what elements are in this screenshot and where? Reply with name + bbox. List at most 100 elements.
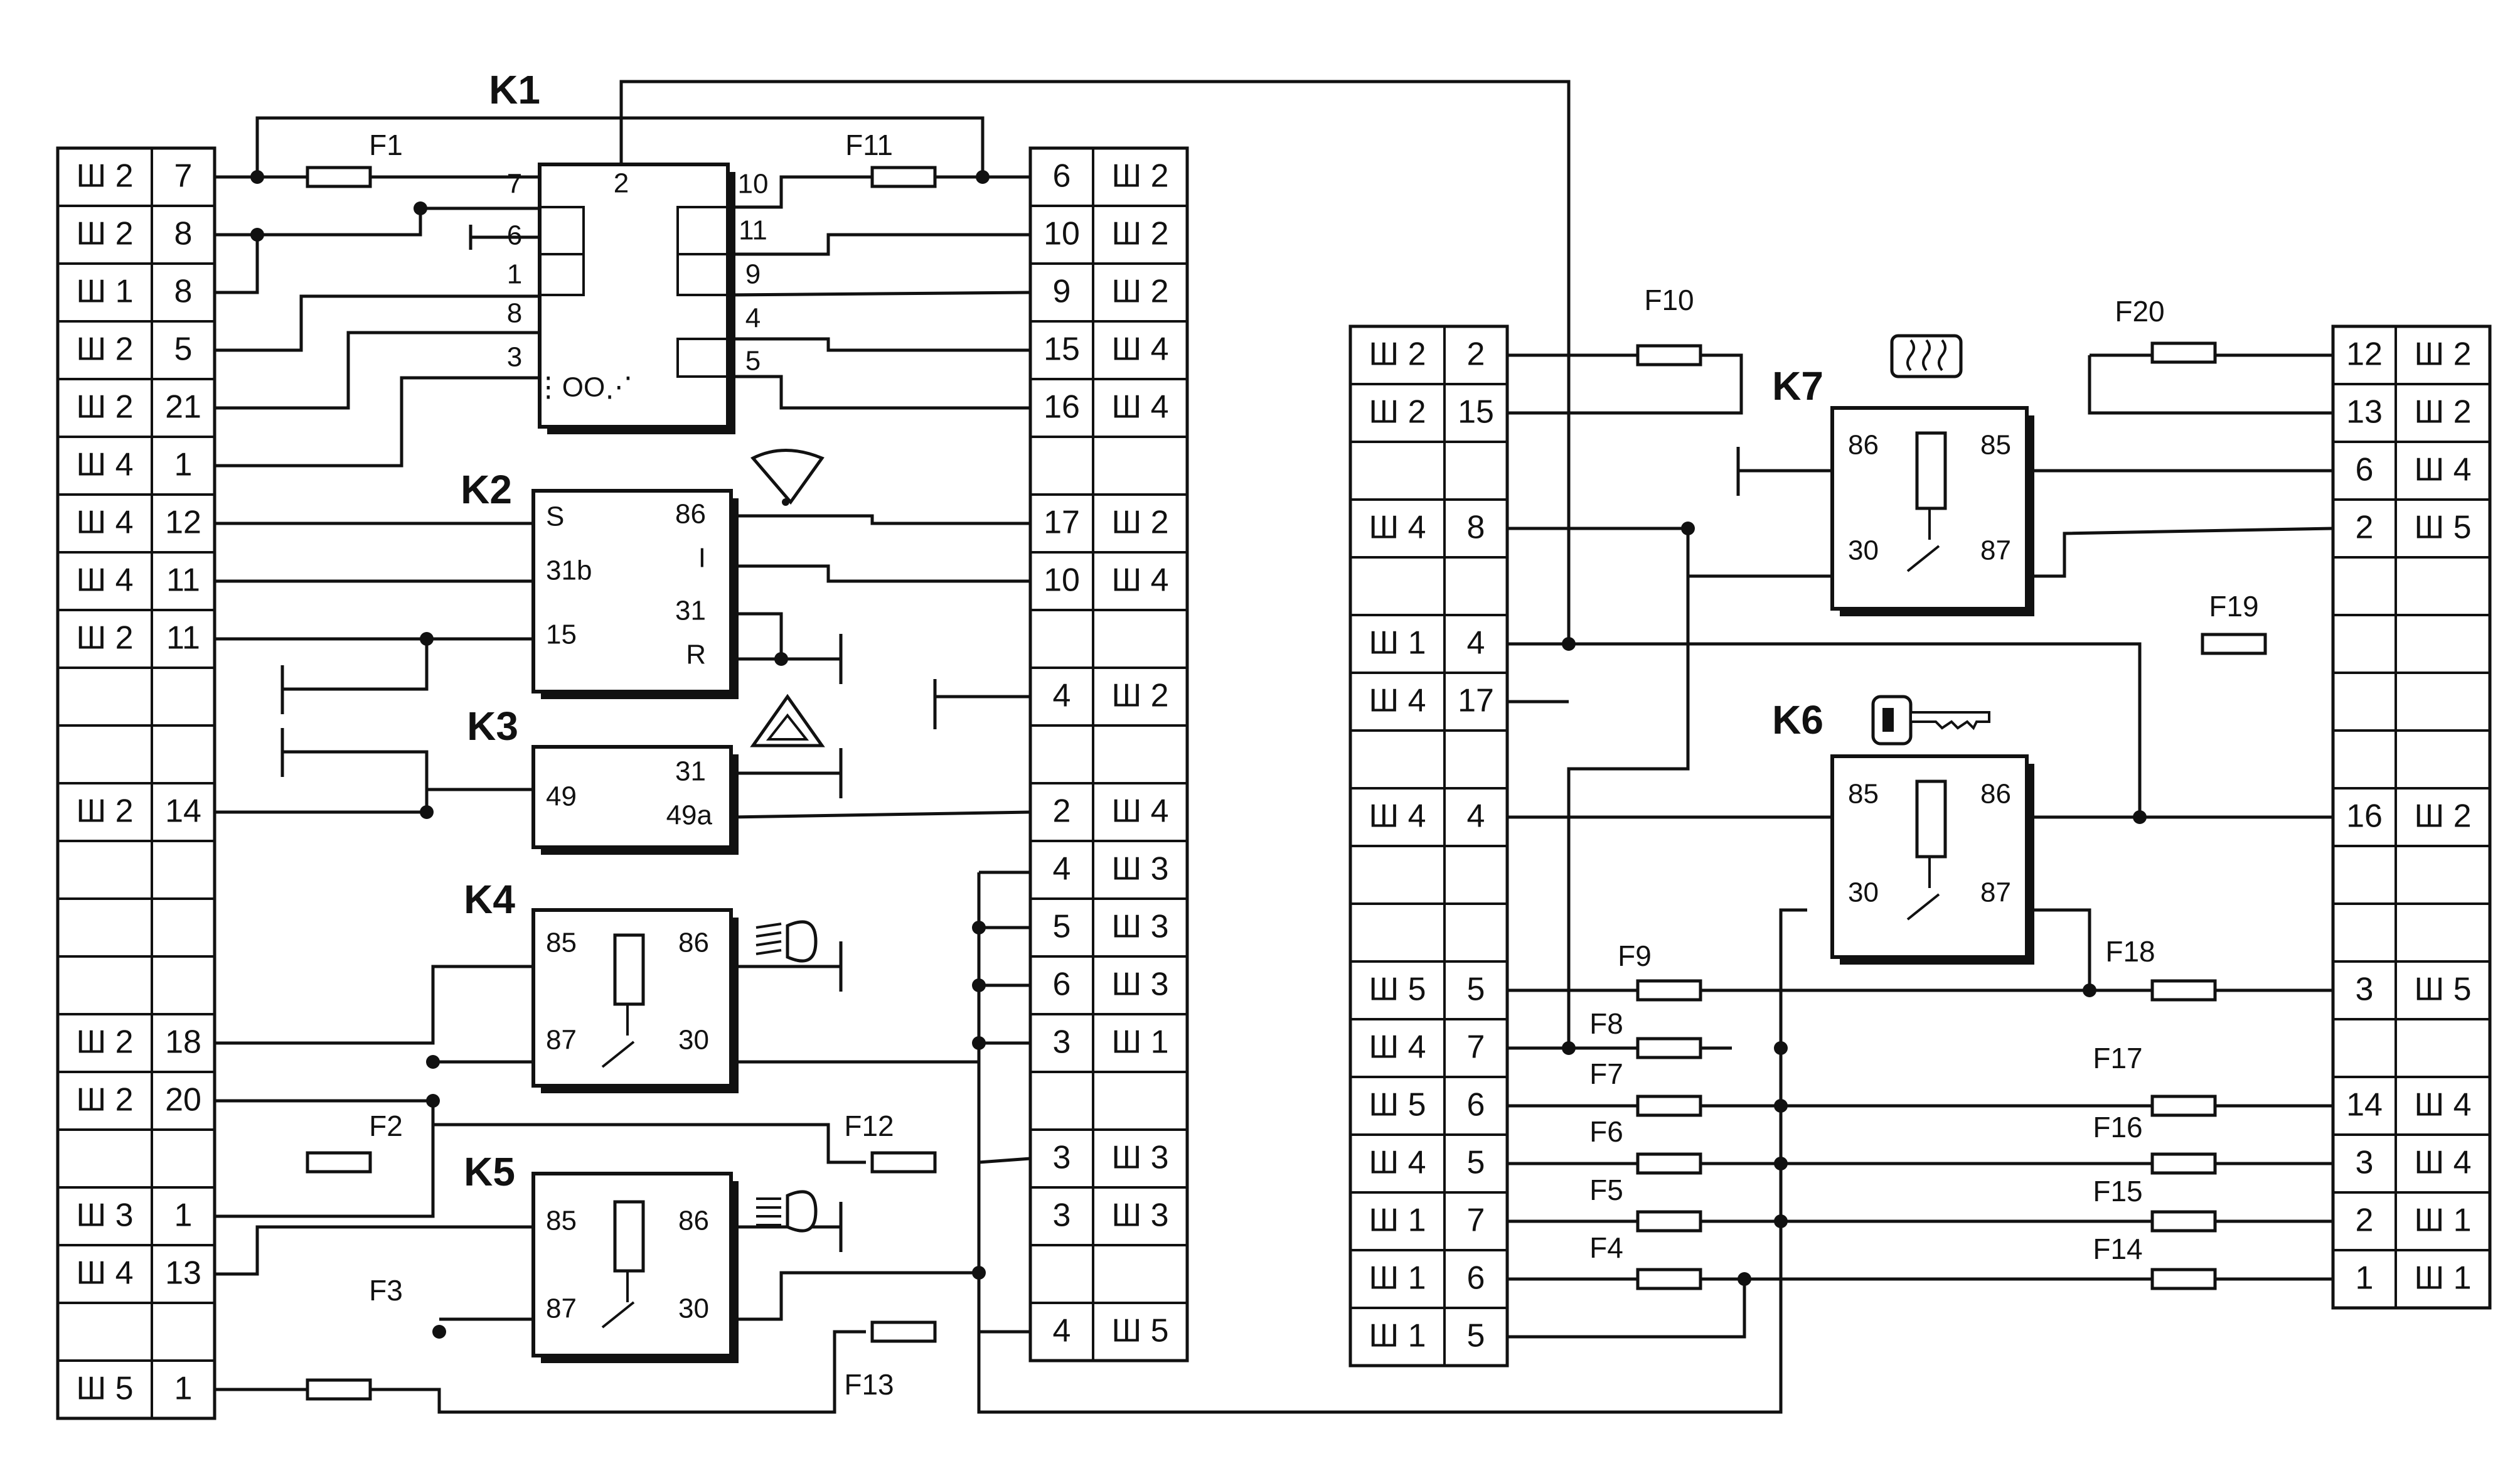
wire-k7-87 [2027, 527, 2334, 578]
middle-connector-block-cell: Ш 3 [1111, 966, 1168, 1003]
middle-connector-block-cell: Ш 3 [1111, 1197, 1168, 1234]
wire-sh2-8 [215, 233, 259, 294]
wire-k2-86 [731, 514, 1030, 525]
left-connector-block-cell: 8 [174, 274, 193, 310]
fuse-f18-label: F18 [2105, 935, 2155, 968]
right-input-connector-block-cell: 15 [1458, 394, 1494, 431]
left-connector-block-cell: 21 [165, 389, 201, 426]
junction-dot [1774, 1214, 1788, 1228]
right-input-connector-block-cell: Ш 2 [1369, 394, 1426, 431]
k1-pin-left: 1 [507, 259, 522, 290]
left-connector-block-cell: Ш 3 [76, 1197, 133, 1234]
middle-connector-block-cell: 6 [1053, 966, 1071, 1003]
junction-dot [432, 1325, 446, 1339]
right-input-connector-block-cell: Ш 1 [1369, 1318, 1426, 1354]
k3-pin-49: 49 [546, 781, 577, 812]
k1-pin-right: 11 [739, 215, 767, 246]
junction-dot [414, 201, 427, 215]
left-connector-block-cell: Ш 4 [76, 505, 133, 541]
ignition-key-icon [1871, 695, 1990, 746]
right-output-connector-block-cell: 6 [2356, 452, 2374, 488]
junction-dot [426, 1094, 440, 1108]
fuse-f7: F7 [1589, 1057, 1702, 1117]
k7-pin-30: 30 [1848, 535, 1879, 566]
k6-pin-87: 87 [1980, 877, 2011, 908]
k4-pin-30: 30 [678, 1025, 709, 1056]
left-connector-block-cell: Ш 2 [76, 1024, 133, 1061]
relay-k1-title: K1 [489, 67, 540, 112]
fuse-f7-label: F7 [1589, 1057, 1623, 1090]
hazard-triangle-icon [750, 693, 825, 747]
left-connector-block-cell: 1 [174, 1371, 193, 1407]
right-input-connector-block-cell: 2 [1467, 336, 1485, 373]
fuse-f3-label: F3 [369, 1274, 403, 1307]
fuse-f17: F17 [2093, 1042, 2217, 1117]
wire-f12 [433, 1123, 866, 1164]
left-connector-block-cell: Ш 2 [76, 620, 133, 656]
right-input-connector-block-cell: 6 [1467, 1260, 1485, 1297]
junction-dot [1681, 522, 1695, 535]
fuse-f4: F4 [1589, 1231, 1702, 1290]
middle-connector-block-cell: 4 [1053, 678, 1071, 714]
right-input-connector-block-cell: 8 [1467, 510, 1485, 546]
fuse-f12-label: F12 [844, 1110, 894, 1142]
right-output-connector-block-cell: Ш 4 [2414, 1145, 2471, 1181]
wire-f4-loop [1507, 1279, 1746, 1339]
k1-pin-left: 3 [507, 342, 522, 373]
wire-k1-9 [727, 291, 1031, 297]
fuse-f19-label: F19 [2209, 590, 2258, 623]
right-output-connector-block-cell: 14 [2346, 1087, 2383, 1123]
left-connector-block-cell: Ш 2 [76, 158, 133, 195]
wire-k3-49a [730, 810, 1031, 819]
wire-k7-30 [1507, 527, 1851, 578]
left-connector-block-cell: 13 [165, 1255, 201, 1292]
k1-pin-right: 9 [745, 259, 761, 290]
right-output-connector-block-cell: Ш 5 [2414, 510, 2471, 546]
wire-k1-2-top [619, 80, 1571, 646]
right-output-connector-block-cell: 13 [2346, 394, 2383, 431]
rear-window-heater-icon [1890, 334, 1963, 378]
middle-connector-block-cell: 5 [1053, 909, 1071, 945]
k2-pin-right: 86 [675, 499, 706, 530]
k3-pin-49a: 49a [666, 800, 713, 831]
left-connector-block-cell: 11 [166, 620, 200, 656]
junction-dot [1738, 1272, 1751, 1286]
middle-connector-block-cell: Ш 2 [1111, 274, 1168, 310]
wire-diode-2 [282, 750, 429, 812]
fuse-f20: F20 [2115, 295, 2217, 364]
k7-pin-87: 87 [1980, 535, 2011, 566]
k5-pin-30: 30 [678, 1293, 709, 1324]
middle-connector-block-cell: Ш 4 [1111, 793, 1168, 830]
k4-pin-85: 85 [546, 928, 577, 958]
high-beam-icon [755, 920, 818, 963]
right-input-connector-block-cell: Ш 4 [1369, 798, 1426, 835]
wire-f10-loop [1507, 353, 1743, 415]
k6-pin-86: 86 [1980, 779, 2011, 810]
middle-connector-block-cell: Ш 4 [1111, 389, 1168, 426]
middle-connector-block-cell: 15 [1044, 331, 1080, 368]
middle-connector-block-cell: 10 [1044, 562, 1080, 599]
k4-pin-87: 87 [546, 1025, 577, 1056]
wire-k1-6b [215, 331, 540, 410]
middle-connector-block-cell: 3 [1053, 1140, 1071, 1176]
left-connector-block-cell: 5 [174, 331, 193, 368]
right-input-connector-block-cell: Ш 4 [1369, 1145, 1426, 1181]
wire-k1-11 [728, 233, 1030, 256]
fuse-f10-label: F10 [1644, 284, 1694, 316]
fuse-f10: F10 [1636, 284, 1702, 367]
junction-dot [972, 921, 986, 934]
right-input-connector-block-cell: 4 [1467, 798, 1485, 835]
wire-k6-87 [2027, 908, 2333, 992]
fuse-f11: F11 [845, 129, 937, 188]
left-connector-block-cell: Ш 5 [76, 1371, 133, 1407]
components: K12761831011945⋮OO⋰K2S31b1586I31RK349314… [461, 67, 2034, 1363]
wiper-icon [750, 449, 825, 506]
right-output-connector-block-cell: 3 [2356, 972, 2374, 1008]
left-connector-block-cell: Ш 4 [76, 447, 133, 483]
right-input-connector-block-cell: Ш 5 [1369, 972, 1426, 1008]
junction-dot [972, 1036, 986, 1050]
k1-pin-right: 10 [738, 169, 769, 200]
fuse-f15: F15 [2093, 1175, 2217, 1233]
